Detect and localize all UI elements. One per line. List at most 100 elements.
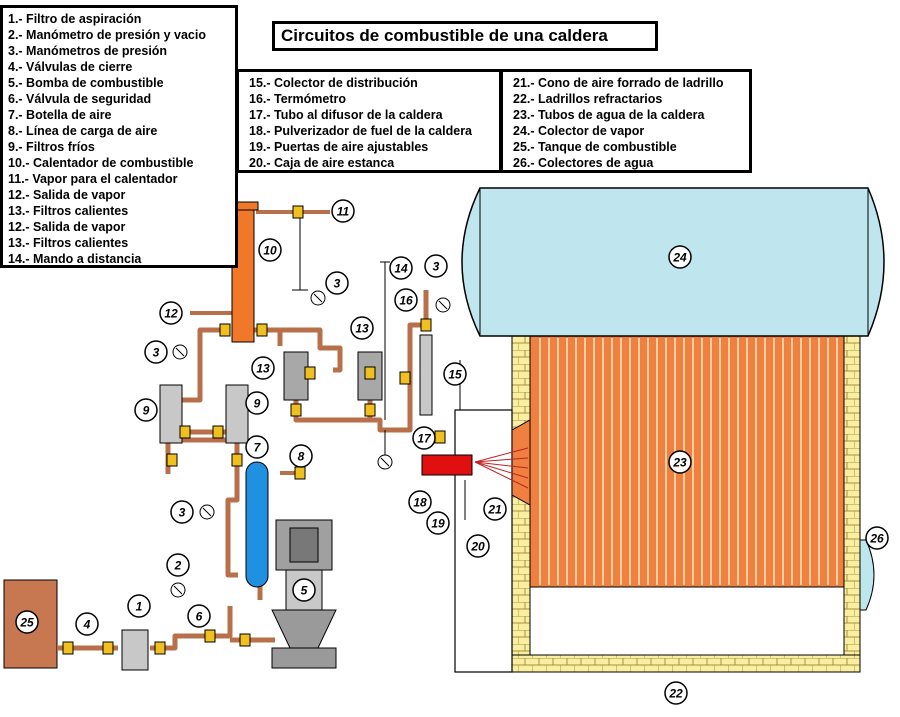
callout-6: 6 — [187, 604, 211, 628]
callout-9: 9 — [245, 391, 269, 415]
gauge-needle — [380, 457, 390, 467]
legend-item: 13.- Filtros calientes — [8, 236, 129, 250]
callout-number: 23 — [672, 456, 687, 470]
callout-circle — [664, 681, 688, 705]
callout-number: 1 — [136, 600, 143, 614]
callout-number: 24 — [672, 251, 687, 265]
callout-circle — [187, 604, 211, 628]
callout-circle — [350, 316, 374, 340]
valve — [102, 641, 114, 655]
callout-number: 25 — [19, 616, 34, 630]
callout-circle — [443, 362, 467, 386]
valve — [62, 641, 74, 655]
hot-filter-left — [283, 351, 309, 401]
callout-22: 22 — [664, 681, 688, 705]
callout-circle — [127, 594, 151, 618]
callout-number: 11 — [337, 205, 350, 219]
gauge-needle — [175, 347, 185, 357]
legend-item: 23.- Tubos de agua de la caldera — [513, 108, 705, 122]
callout-9: 9 — [134, 398, 158, 422]
valve — [154, 641, 166, 655]
legend-item: 18.- Pulverizador de fuel de la caldera — [249, 124, 473, 138]
valve — [399, 371, 411, 385]
valve — [364, 366, 376, 380]
callout-circle — [426, 511, 450, 535]
callout-13: 13 — [350, 316, 374, 340]
suction-filter — [121, 629, 149, 671]
valve — [292, 205, 304, 219]
fuel-burner — [421, 454, 473, 476]
tube-lines — [539, 338, 838, 585]
legend-item: 1.- Filtro de aspiración — [8, 12, 142, 26]
callout-circle — [331, 199, 355, 223]
callout-number: 4 — [83, 618, 91, 632]
callout-3: 3 — [325, 271, 349, 295]
callout-number: 9 — [143, 404, 150, 418]
valve — [219, 323, 231, 337]
callout-number: 2 — [174, 559, 182, 573]
callout-1: 1 — [127, 594, 151, 618]
valve — [212, 425, 224, 439]
callout-circle — [668, 245, 692, 269]
legend-column-2: 15.- Colector de distribución 16.- Termóm… — [236, 69, 502, 173]
callout-5: 5 — [292, 578, 316, 602]
flame-spray — [474, 447, 529, 489]
gauge-needle — [173, 585, 183, 595]
callout-number: 3 — [433, 260, 440, 274]
callout-circle — [412, 426, 436, 450]
callout-26: 26 — [865, 526, 889, 550]
valve — [166, 453, 178, 467]
legend-item: 7.- Botella de aire — [8, 108, 112, 122]
callout-13: 13 — [251, 356, 275, 380]
legend-item: 8.- Línea de carga de aire — [8, 124, 158, 138]
air-bottle — [245, 461, 269, 588]
callout-10: 10 — [258, 238, 282, 262]
callout-number: 17 — [417, 432, 432, 446]
valve — [304, 366, 316, 380]
callout-number: 20 — [470, 540, 485, 554]
airtight-air-box — [454, 409, 513, 673]
legend-item: 13.- Filtros calientes — [8, 204, 129, 218]
callout-number: 21 — [487, 503, 502, 517]
valve — [420, 318, 432, 332]
water-collector — [859, 539, 875, 611]
legend-item: 5.- Bomba de combustible — [8, 76, 164, 90]
callout-number: 15 — [448, 368, 462, 382]
callout-circle — [144, 340, 168, 364]
valve — [434, 430, 446, 444]
callout-circle — [865, 526, 889, 550]
legend-item: 19.- Puertas de aire ajustables — [249, 140, 429, 154]
callout-circle — [424, 254, 448, 278]
callout-16: 16 — [394, 288, 418, 312]
callout-circle — [483, 497, 507, 521]
valve — [204, 629, 216, 643]
valve — [179, 425, 191, 439]
legend-item: 15.- Colector de distribución — [249, 76, 418, 90]
callout-circle — [466, 534, 490, 558]
callout-circle — [251, 356, 275, 380]
control-lines — [292, 212, 466, 520]
callout-7: 7 — [245, 435, 269, 459]
callout-number: 16 — [399, 294, 413, 308]
fuel-pump — [271, 519, 337, 669]
callout-number: 13 — [355, 322, 369, 336]
valve — [256, 323, 268, 337]
legend-item: 22.- Ladrillos refractarios — [513, 92, 663, 106]
callout-21: 21 — [483, 497, 507, 521]
callout-number: 3 — [153, 346, 160, 360]
callout-number: 3 — [334, 277, 341, 291]
callout-circle — [15, 610, 39, 634]
callout-number: 6 — [196, 610, 203, 624]
callout-20: 20 — [466, 534, 490, 558]
callout-circle — [166, 553, 190, 577]
fuel-pipes — [57, 290, 429, 651]
callout-number: 22 — [668, 687, 683, 701]
callout-circle — [408, 490, 432, 514]
callout-number: 14 — [394, 262, 408, 276]
legend-item: 6.- Válvula de seguridad — [8, 92, 152, 106]
legend-item: 16.- Termómetro — [249, 92, 347, 106]
callout-number: 12 — [164, 307, 178, 321]
